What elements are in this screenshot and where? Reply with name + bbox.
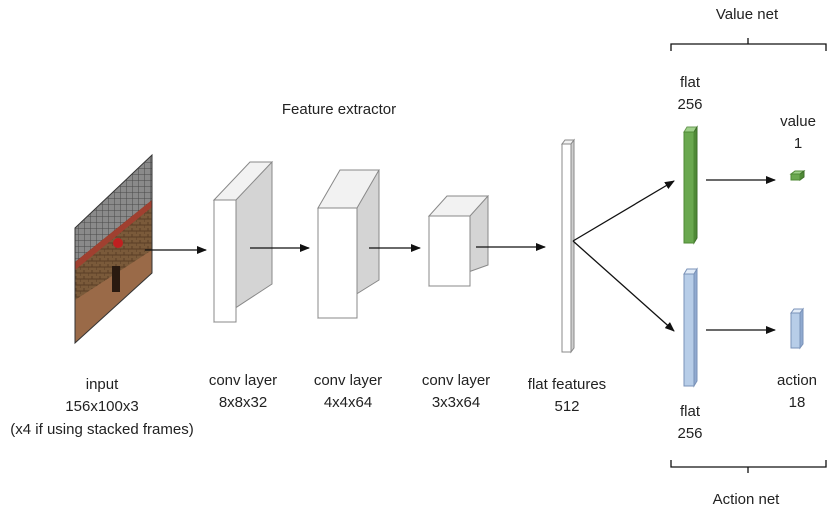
- conv-layer-1-label: conv layer: [209, 372, 277, 389]
- conv-layer-2-dims: 4x4x64: [324, 394, 372, 411]
- conv-layer-3-block: [427, 195, 490, 287]
- conv-layer-2-block: [317, 169, 380, 319]
- value-net-title: Value net: [716, 6, 779, 23]
- action-output-size: 18: [789, 394, 806, 411]
- action-flat-size: 256: [677, 425, 702, 442]
- action-flat-block: [683, 267, 698, 388]
- input-note: (x4 if using stacked frames): [10, 421, 193, 438]
- conv-layer-3-dims: 3x3x64: [432, 394, 480, 411]
- flat-features-size: 512: [554, 398, 579, 415]
- value-output-size: 1: [794, 135, 802, 152]
- arrow-flat-to-value-net: [572, 180, 675, 242]
- value-flat-block: [683, 125, 698, 245]
- conv-layer-2-label: conv layer: [314, 372, 382, 389]
- value-flat-size: 256: [677, 96, 702, 113]
- value-output-label: value: [780, 113, 816, 130]
- conv-layer-1-block: [212, 161, 274, 323]
- action-flat-label: flat: [680, 403, 701, 420]
- value-net-brace: [670, 38, 827, 51]
- action-net-title: Action net: [713, 491, 781, 508]
- action-net-brace: [670, 460, 827, 473]
- flat-features-block: [561, 138, 575, 354]
- value-flat-label: flat: [680, 74, 701, 91]
- conv-layer-1-dims: 8x8x32: [219, 394, 267, 411]
- action-output-label: action: [777, 372, 817, 389]
- feature-extractor-title: Feature extractor: [282, 101, 396, 118]
- input-frame-image: [74, 153, 153, 345]
- conv-layer-3-label: conv layer: [422, 372, 490, 389]
- input-dims: 156x100x3: [65, 398, 138, 415]
- arrow-flat-to-action-net: [572, 240, 675, 332]
- input-label: input: [86, 376, 119, 393]
- flat-features-label: flat features: [528, 376, 606, 393]
- action-output-block: [790, 307, 804, 350]
- value-output-block: [789, 170, 806, 181]
